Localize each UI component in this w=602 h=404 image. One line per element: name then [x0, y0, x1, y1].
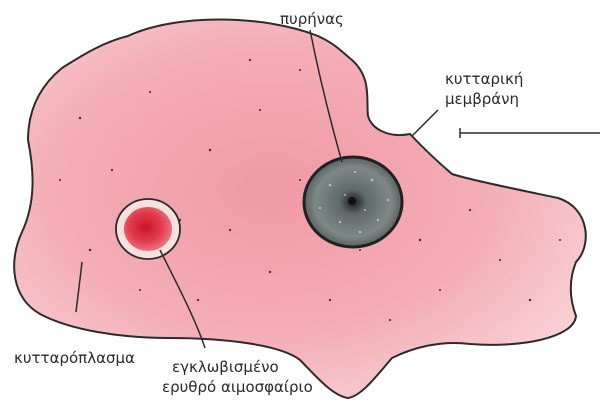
engulfed-red-blood-cell [116, 199, 180, 259]
label-membrane-line2: μεμβράνη [445, 90, 519, 108]
membrane-leader [412, 110, 438, 136]
label-nucleus: πυρήνας [280, 10, 344, 28]
label-rbc-line1: εγκλωβισμένο [172, 358, 279, 376]
nucleus [304, 157, 402, 247]
label-cytoplasm: κυτταρόπλασμα [14, 349, 135, 367]
label-membrane-line1: κυτταρική [445, 70, 523, 88]
label-rbc-line2: ερυθρό αιμοσφαίριο [162, 378, 313, 396]
